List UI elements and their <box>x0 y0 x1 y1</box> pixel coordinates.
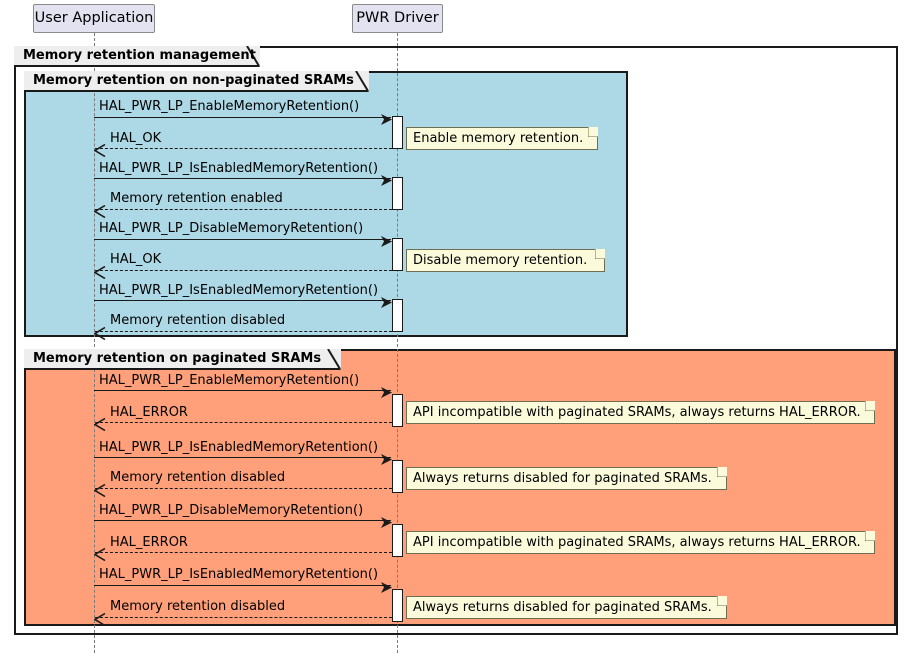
msg-6-arrowhead <box>93 264 106 283</box>
msg-15-line <box>94 585 391 586</box>
msg-6-line <box>95 270 392 271</box>
note-api-incompatible-enable: API incompatible with paginated SRAMs, a… <box>406 401 875 424</box>
msg-16-line <box>95 617 392 618</box>
msg-8-arrowhead <box>93 325 106 344</box>
msg-8-line <box>95 331 392 332</box>
note-always-disabled-2-text: Always returns disabled for paginated SR… <box>413 600 712 615</box>
lifeline-user-application <box>94 33 95 653</box>
participant-pwr-driver[interactable]: PWR Driver <box>352 4 443 33</box>
msg-5-label: HAL_PWR_LP_DisableMemoryRetention() <box>99 221 364 236</box>
msg-1-label: HAL_PWR_LP_EnableMemoryRetention() <box>99 99 360 114</box>
msg-3-arrowhead <box>381 172 393 191</box>
note-disable-memory-retention-background <box>406 249 605 272</box>
msg-4-line <box>95 209 392 210</box>
note-api-incompatible-enable-text: API incompatible with paginated SRAMs, a… <box>413 405 861 420</box>
msg-1-line <box>94 117 391 118</box>
note-api-incompatible-enable-background <box>406 401 875 424</box>
msg-14-label: HAL_ERROR <box>110 535 188 550</box>
msg-14-line <box>95 552 392 553</box>
msg-16-label: Memory retention disabled <box>110 599 286 614</box>
msg-10-arrowhead <box>93 416 106 435</box>
note-enable-memory-retention-text: Enable memory retention. <box>413 131 584 146</box>
msg-8-label: Memory retention disabled <box>110 313 286 328</box>
msg-5-line <box>94 239 391 240</box>
note-api-incompatible-disable-text: API incompatible with paginated SRAMs, a… <box>413 535 861 550</box>
activation-2 <box>392 177 403 210</box>
msg-11-arrowhead <box>381 451 393 470</box>
msg-9-label: HAL_PWR_LP_EnableMemoryRetention() <box>99 373 360 388</box>
msg-16-arrowhead <box>93 611 106 630</box>
msg-2-line <box>95 148 392 149</box>
msg-9-arrowhead <box>381 384 393 403</box>
msg-10-line <box>95 422 392 423</box>
msg-14-arrowhead <box>93 546 106 565</box>
note-api-incompatible-disable: API incompatible with paginated SRAMs, a… <box>406 531 875 554</box>
msg-13-line <box>94 520 391 521</box>
activation-7 <box>392 524 403 557</box>
note-always-disabled-1-background <box>406 467 727 490</box>
activation-4 <box>392 299 403 332</box>
activation-5 <box>392 394 403 427</box>
note-always-disabled-1: Always returns disabled for paginated SR… <box>406 467 727 490</box>
msg-2-label: HAL_OK <box>110 131 162 146</box>
msg-7-label: HAL_PWR_LP_IsEnabledMemoryRetention() <box>99 283 379 298</box>
msg-7-arrowhead <box>381 294 393 313</box>
msg-1-arrowhead <box>381 111 393 130</box>
note-always-disabled-1-text: Always returns disabled for paginated SR… <box>413 471 712 486</box>
msg-13-label: HAL_PWR_LP_DisableMemoryRetention() <box>99 503 364 518</box>
note-always-disabled-2: Always returns disabled for paginated SR… <box>406 596 727 619</box>
group-memory-retention-management <box>14 46 898 635</box>
msg-12-line <box>95 488 392 489</box>
activation-8 <box>392 589 403 622</box>
msg-4-label: Memory retention enabled <box>110 191 283 206</box>
msg-3-label: HAL_PWR_LP_IsEnabledMemoryRetention() <box>99 161 379 176</box>
note-always-disabled-2-background <box>406 596 727 619</box>
msg-9-line <box>94 390 391 391</box>
activation-1 <box>392 116 403 149</box>
lifeline-pwr-driver <box>397 33 398 653</box>
msg-2-arrowhead <box>93 142 106 161</box>
msg-5-arrowhead <box>381 233 393 252</box>
msg-15-arrowhead <box>381 579 393 598</box>
participant-user-application[interactable]: User Application <box>33 4 155 33</box>
msg-13-arrowhead <box>381 514 393 533</box>
msg-12-label: Memory retention disabled <box>110 470 286 485</box>
note-enable-memory-retention-background <box>406 127 598 150</box>
msg-7-line <box>94 300 391 301</box>
group-paginated-srams-label-text: Memory retention on paginated SRAMs <box>33 351 322 366</box>
msg-3-line <box>94 178 391 179</box>
activation-3 <box>392 238 403 271</box>
group-non-paginated-srams <box>24 71 628 337</box>
note-enable-memory-retention: Enable memory retention. <box>406 127 598 150</box>
note-disable-memory-retention-text: Disable memory retention. <box>413 253 588 268</box>
group-non-paginated-srams-label-text: Memory retention on non-paginated SRAMs <box>33 73 354 88</box>
msg-10-label: HAL_ERROR <box>110 405 188 420</box>
msg-4-arrowhead <box>93 203 106 222</box>
group-paginated-srams-label: Memory retention on paginated SRAMs <box>24 349 341 370</box>
msg-11-line <box>94 457 391 458</box>
group-memory-retention-management-label: Memory retention management <box>14 46 260 67</box>
msg-12-arrowhead <box>93 482 106 501</box>
msg-6-label: HAL_OK <box>110 252 162 267</box>
msg-11-label: HAL_PWR_LP_IsEnabledMemoryRetention() <box>99 440 379 455</box>
group-non-paginated-srams-label: Memory retention on non-paginated SRAMs <box>24 71 369 92</box>
note-disable-memory-retention: Disable memory retention. <box>406 249 605 272</box>
activation-6 <box>392 460 403 493</box>
group-memory-retention-management-label-text: Memory retention management <box>23 48 256 63</box>
msg-15-label: HAL_PWR_LP_IsEnabledMemoryRetention() <box>99 567 379 582</box>
note-api-incompatible-disable-background <box>406 531 875 554</box>
